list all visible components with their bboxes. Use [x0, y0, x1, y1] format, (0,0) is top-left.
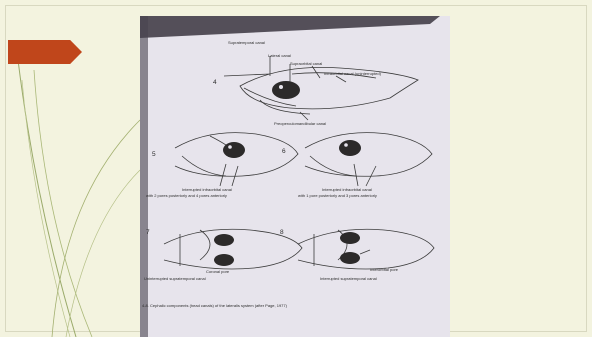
figure-number-5: 5	[152, 152, 156, 159]
label-interrupted-supratemporal: Interrupted supratemporal canal	[320, 277, 377, 281]
label-infraorbital-canal: Infraorbital canal (uninterrupted)	[324, 72, 381, 76]
label-interrupted-infraorbital-1-detail: with 2 pores posteriorly and 4 pores ant…	[146, 194, 227, 198]
figure-number-8: 8	[280, 230, 284, 237]
book-page-photo: Supratemporal canal Lateral canal Suprao…	[140, 16, 450, 337]
label-coronal-pore: Coronal pore	[206, 270, 229, 274]
accent-arrow-shape	[8, 40, 82, 64]
label-preoperculomandibular-canal: Preoperculomandibular canal	[274, 122, 326, 126]
label-interorbital-pore: Interorbital pore	[370, 268, 398, 272]
label-interrupted-infraorbital-1: Interrupted infraorbital canal	[182, 188, 232, 192]
label-uninterrupted-supratemporal: Uninterrupted supratemporal canal	[144, 277, 206, 281]
label-lateral-canal: Lateral canal	[268, 54, 291, 58]
figure-number-7: 7	[146, 230, 150, 237]
figure-number-6: 6	[282, 149, 286, 156]
label-supraorbital-canal: Supraorbital canal	[290, 62, 322, 66]
figure-number-4: 4	[213, 80, 217, 87]
label-interrupted-infraorbital-2-detail: with 1 pore posteriorly and 3 pores ante…	[298, 194, 377, 198]
figure-caption: 4-8. Cephalic components (head canals) o…	[142, 304, 287, 308]
label-supratemporal-canal: Supratemporal canal	[228, 41, 265, 45]
label-interrupted-infraorbital-2: Interrupted infraorbital canal	[322, 188, 372, 192]
